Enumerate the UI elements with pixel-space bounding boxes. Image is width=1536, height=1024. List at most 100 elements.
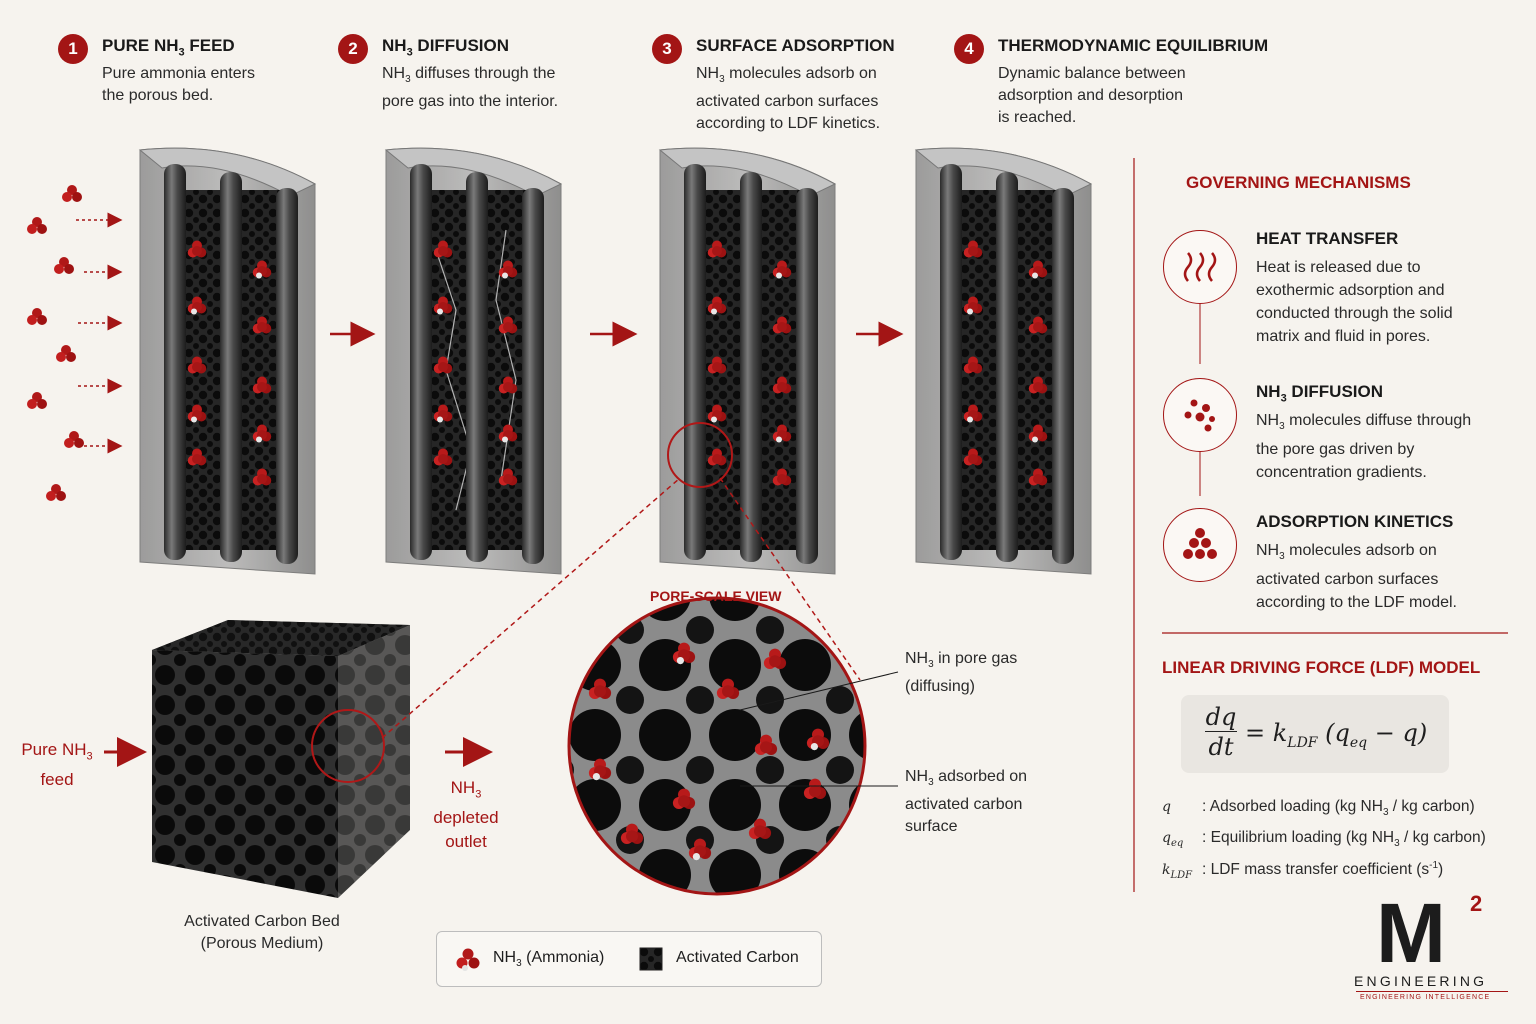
ammonia-molecule: [498, 468, 518, 486]
ammonia-molecule: [772, 376, 792, 394]
ammonia-molecule: [963, 296, 983, 315]
ammonia-molecule: [187, 356, 207, 374]
ammonia-molecule: [672, 788, 696, 809]
ammonia-molecule: [963, 448, 983, 466]
ammonia-molecule: [803, 778, 827, 799]
ldf-definitions: q: Adsorbed loading (kg NH3 / kg carbon)…: [1162, 798, 1522, 891]
ammonia-molecule: [433, 404, 453, 423]
eq-denominator: dt: [1208, 733, 1234, 761]
pyramid-dots-icon: [1163, 508, 1237, 582]
pore-gas-label: NH3 in pore gas(diffusing): [905, 650, 1018, 696]
step-number-2: 2: [338, 34, 368, 64]
legend-carbon-label: Activated Carbon: [676, 949, 799, 966]
ammonia-molecule: [688, 838, 712, 861]
bed-caption: Activated Carbon Bed(Porous Medium): [184, 913, 340, 952]
ammonia-molecule: [763, 648, 787, 669]
pore-gas-leader: [739, 671, 899, 711]
ammonia-molecule: [772, 424, 792, 443]
ammonia-molecule: [963, 356, 983, 374]
ammonia-molecule: [963, 240, 983, 258]
company-logo: M 2 ENGINEERING ENGINEERING INTELLIGENCE: [1352, 886, 1512, 1005]
step-number-3: 3: [652, 34, 682, 64]
ammonia-molecule: [252, 376, 272, 394]
ammonia-molecule: [498, 376, 518, 394]
logo-word: ENGINEERING: [1354, 973, 1488, 989]
ammonia-molecule: [433, 296, 453, 315]
ammonia-molecule: [1028, 424, 1048, 443]
ammonia-molecule: [588, 758, 612, 781]
def-qeq: qeq: Equilibrium loading (kg NH3 / kg ca…: [1162, 829, 1486, 850]
column-molecules: [187, 240, 1048, 486]
ammonia-molecule: [754, 734, 778, 755]
ammonia-molecule: [707, 356, 727, 374]
ammonia-molecule: [498, 424, 518, 443]
ammonia-molecule: [716, 678, 740, 699]
def-q: q: Adsorbed loading (kg NH3 / kg carbon): [1162, 798, 1475, 819]
diffusion-title: NH3 DIFFUSION: [1256, 382, 1384, 405]
step-title-3: SURFACE ADSORPTION: [696, 36, 895, 55]
bed-column-1: [138, 147, 317, 575]
ammonia-molecule: [1028, 260, 1048, 279]
ammonia-molecule: [806, 728, 830, 751]
ammonia-molecule: [748, 818, 772, 839]
ammonia-molecule: [498, 316, 518, 334]
ammonia-molecule: [707, 296, 727, 315]
logo-tag: ENGINEERING INTELLIGENCE: [1360, 994, 1491, 1001]
bed-column-3: [658, 147, 837, 575]
incoming-molecules: [27, 185, 84, 501]
logo-mark: M: [1376, 886, 1446, 980]
heat-transfer-title: HEAT TRANSFER: [1256, 229, 1399, 248]
legend-ammonia-label: NH3 (Ammonia): [493, 949, 605, 970]
logo-sup: 2: [1470, 891, 1483, 916]
ammonia-molecule: [498, 260, 518, 279]
zoom-line-left: [381, 477, 681, 739]
eq-rhs: = kLDF (qeq − q): [1245, 719, 1428, 751]
feed-arrows: [76, 212, 123, 454]
ammonia-molecule: [1028, 376, 1048, 394]
bed-column-4: [914, 147, 1093, 575]
step-title-4: THERMODYNAMIC EQUILIBRIUM: [998, 36, 1269, 55]
step-number-4: 4: [954, 34, 984, 64]
ammonia-molecule: [252, 260, 272, 279]
eq-numerator: dq: [1205, 703, 1237, 732]
step-number-1: 1: [58, 34, 88, 64]
ammonia-molecule: [707, 404, 727, 423]
ammonia-molecule: [707, 448, 727, 466]
ammonia-molecule: [772, 260, 792, 279]
ammonia-molecule: [672, 642, 696, 665]
ldf-heading: LINEAR DRIVING FORCE (LDF) MODEL: [1162, 658, 1481, 677]
ammonia-molecule: [707, 240, 727, 258]
adsorption-kinetics-title: ADSORPTION KINETICS: [1256, 512, 1454, 531]
zoom-circle: [667, 422, 733, 488]
ammonia-molecule: [433, 240, 453, 258]
ammonia-molecule: [772, 468, 792, 486]
ammonia-molecule: [187, 448, 207, 466]
pore-scale-title: PORE-SCALE VIEW: [650, 588, 782, 604]
ammonia-molecule: [252, 316, 272, 334]
ammonia-molecule: [772, 316, 792, 334]
step-title-2: NH3 DIFFUSION: [382, 36, 510, 59]
mechanisms-heading: GOVERNING MECHANISMS: [1186, 173, 1411, 192]
legend: NH3 (Ammonia) Activated Carbon: [436, 931, 822, 987]
ammonia-molecule: [187, 296, 207, 315]
ammonia-molecule: [963, 404, 983, 423]
heat-waves-icon: [1163, 230, 1237, 304]
activated-carbon-cube: [152, 620, 410, 898]
ammonia-molecule: [187, 240, 207, 258]
ldf-equation-box: dq dt = kLDF (qeq − q): [1181, 695, 1449, 773]
ammonia-molecule: [1028, 316, 1048, 334]
ammonia-molecule: [433, 356, 453, 374]
ammonia-molecule: [588, 678, 612, 699]
zoom-line-right: [719, 477, 861, 681]
step-title-1: PURE NH3 FEED: [102, 36, 235, 59]
ammonia-molecule: [620, 823, 644, 844]
dots-icon: [1163, 378, 1237, 452]
